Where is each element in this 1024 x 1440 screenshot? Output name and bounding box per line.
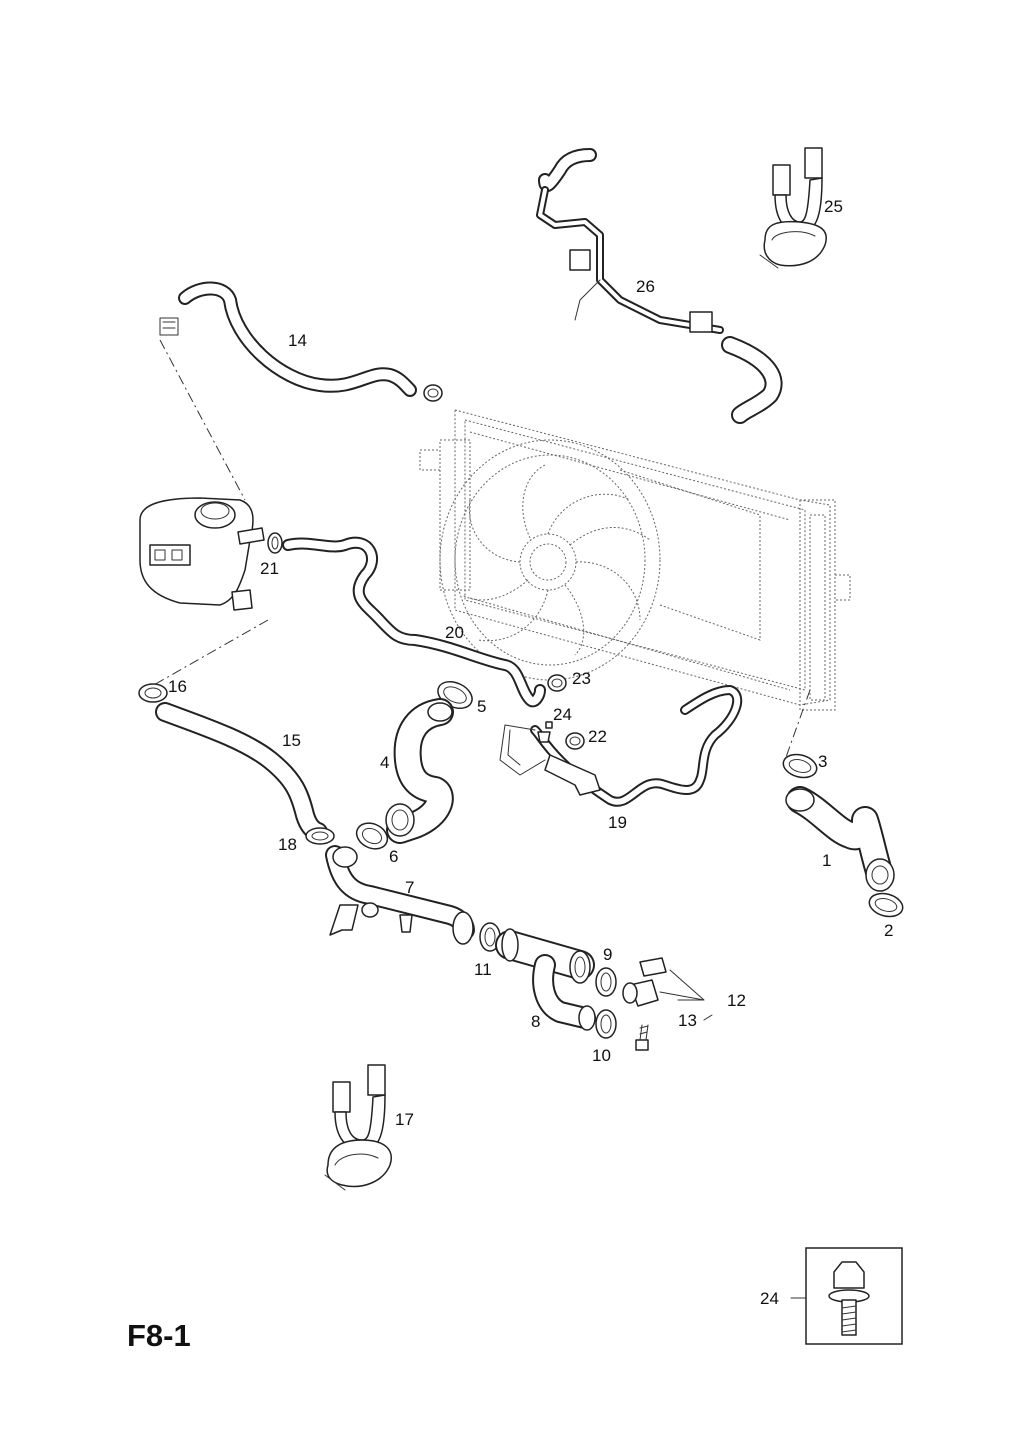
callout-11: 11 xyxy=(474,960,492,979)
callout-3: 3 xyxy=(818,752,827,771)
part-22-clamp xyxy=(565,732,585,750)
part-2-clamp xyxy=(868,892,904,918)
callout-12: 12 xyxy=(727,991,746,1010)
radiator-fan-assembly xyxy=(419,409,851,711)
callout-17: 17 xyxy=(395,1110,414,1129)
callout-leaders xyxy=(659,969,807,1299)
callout-14: 14 xyxy=(288,331,307,350)
part-9-clamp xyxy=(595,967,617,997)
callout-10: 10 xyxy=(592,1046,611,1065)
part-18-clamp xyxy=(305,827,335,845)
part-12-flange xyxy=(622,957,667,1007)
callout-5: 5 xyxy=(477,697,486,716)
callout-24-detail: 24 xyxy=(760,1289,779,1308)
callout-6: 6 xyxy=(389,847,398,866)
part-14-clamp xyxy=(423,384,443,402)
callout-22: 22 xyxy=(588,727,607,746)
callout-9: 9 xyxy=(603,945,612,964)
part-13-bolt xyxy=(635,1024,649,1051)
callout-23: 23 xyxy=(572,669,591,688)
callout-7: 7 xyxy=(405,878,414,897)
part-24-detail-box xyxy=(805,1247,903,1345)
callout-13: 13 xyxy=(678,1011,697,1030)
part-8-hose xyxy=(495,928,596,1031)
callout-labels: 1 2 3 4 5 6 7 8 9 10 11 12 13 14 15 16 1… xyxy=(168,197,893,1308)
part-21-clamp xyxy=(267,532,283,554)
callout-2: 2 xyxy=(884,921,893,940)
part-19-bracket xyxy=(544,754,601,796)
part-26-pipe xyxy=(536,148,783,424)
part-20-hose xyxy=(282,536,546,708)
callout-21: 21 xyxy=(260,559,279,578)
part-17-bracket xyxy=(324,1064,392,1191)
part-16-clamp xyxy=(138,683,168,703)
part-6-clamp xyxy=(355,822,389,850)
part-25-bracket xyxy=(759,147,827,269)
callout-20: 20 xyxy=(445,623,464,642)
callout-19: 19 xyxy=(608,813,627,832)
callout-4: 4 xyxy=(380,753,389,772)
part-23-clamp xyxy=(547,674,567,692)
part-14-hose xyxy=(178,281,417,397)
expansion-tank xyxy=(139,497,265,611)
callout-18: 18 xyxy=(278,835,297,854)
callout-25: 25 xyxy=(824,197,843,216)
leader-lines xyxy=(144,339,811,761)
part-3-clamp xyxy=(782,753,818,779)
callout-26: 26 xyxy=(636,277,655,296)
part-7-pipe xyxy=(325,845,475,945)
callout-8: 8 xyxy=(531,1012,540,1031)
part-24-screw-small xyxy=(537,721,553,743)
callout-1: 1 xyxy=(822,851,831,870)
callout-16: 16 xyxy=(168,677,187,696)
part-14-clip xyxy=(159,317,179,336)
part-4-hose xyxy=(385,698,454,844)
page-code: F8-1 xyxy=(127,1318,191,1353)
part-1-hose xyxy=(785,786,895,892)
callout-15: 15 xyxy=(282,731,301,750)
part-10-clamp xyxy=(595,1009,617,1039)
part-15-hose xyxy=(155,702,328,842)
callout-24-small-screw: 24 xyxy=(553,705,572,724)
